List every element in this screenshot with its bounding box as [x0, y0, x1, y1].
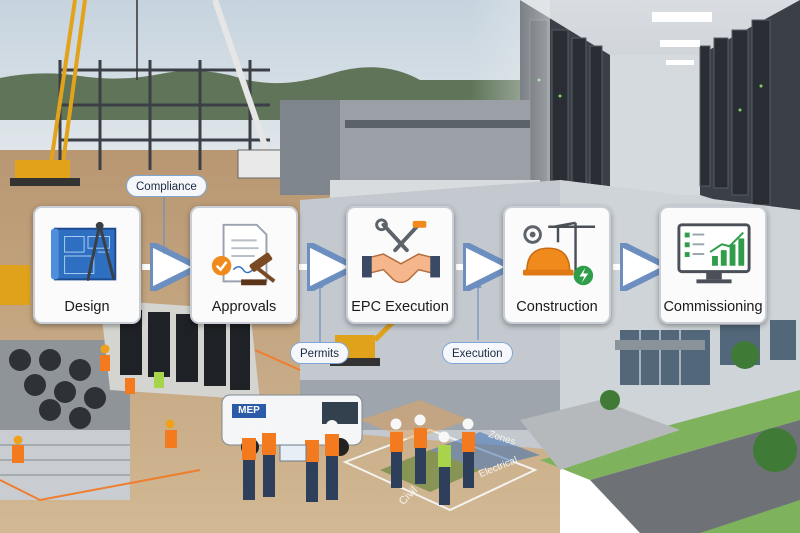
- stage-card-approvals: Approvals: [190, 206, 298, 324]
- stage-label: Design: [64, 299, 110, 315]
- hardhat-crane-icon: [522, 221, 596, 286]
- stage-label: EPC Execution: [351, 299, 449, 315]
- monitor-chart-icon: [677, 223, 751, 284]
- callout-permits: Permits: [290, 342, 349, 364]
- stage-card-design: Design: [33, 206, 141, 324]
- document-gavel-icon: [211, 223, 276, 286]
- handshake-tools-icon: [362, 218, 440, 284]
- stage-label: Approvals: [211, 299, 277, 315]
- stage-card-construction: Construction: [503, 206, 611, 324]
- callout-execution: Execution: [442, 342, 513, 364]
- blueprint-compass-icon: [50, 221, 117, 281]
- stage-card-commissioning: Commissioning: [659, 206, 767, 324]
- van-brand-label: MEP: [232, 404, 266, 418]
- stage-label: Commissioning: [663, 299, 763, 315]
- stage-label: Construction: [516, 299, 598, 315]
- callout-compliance: Compliance: [126, 175, 207, 197]
- stage-card-epc-execution: EPC Execution: [346, 206, 454, 324]
